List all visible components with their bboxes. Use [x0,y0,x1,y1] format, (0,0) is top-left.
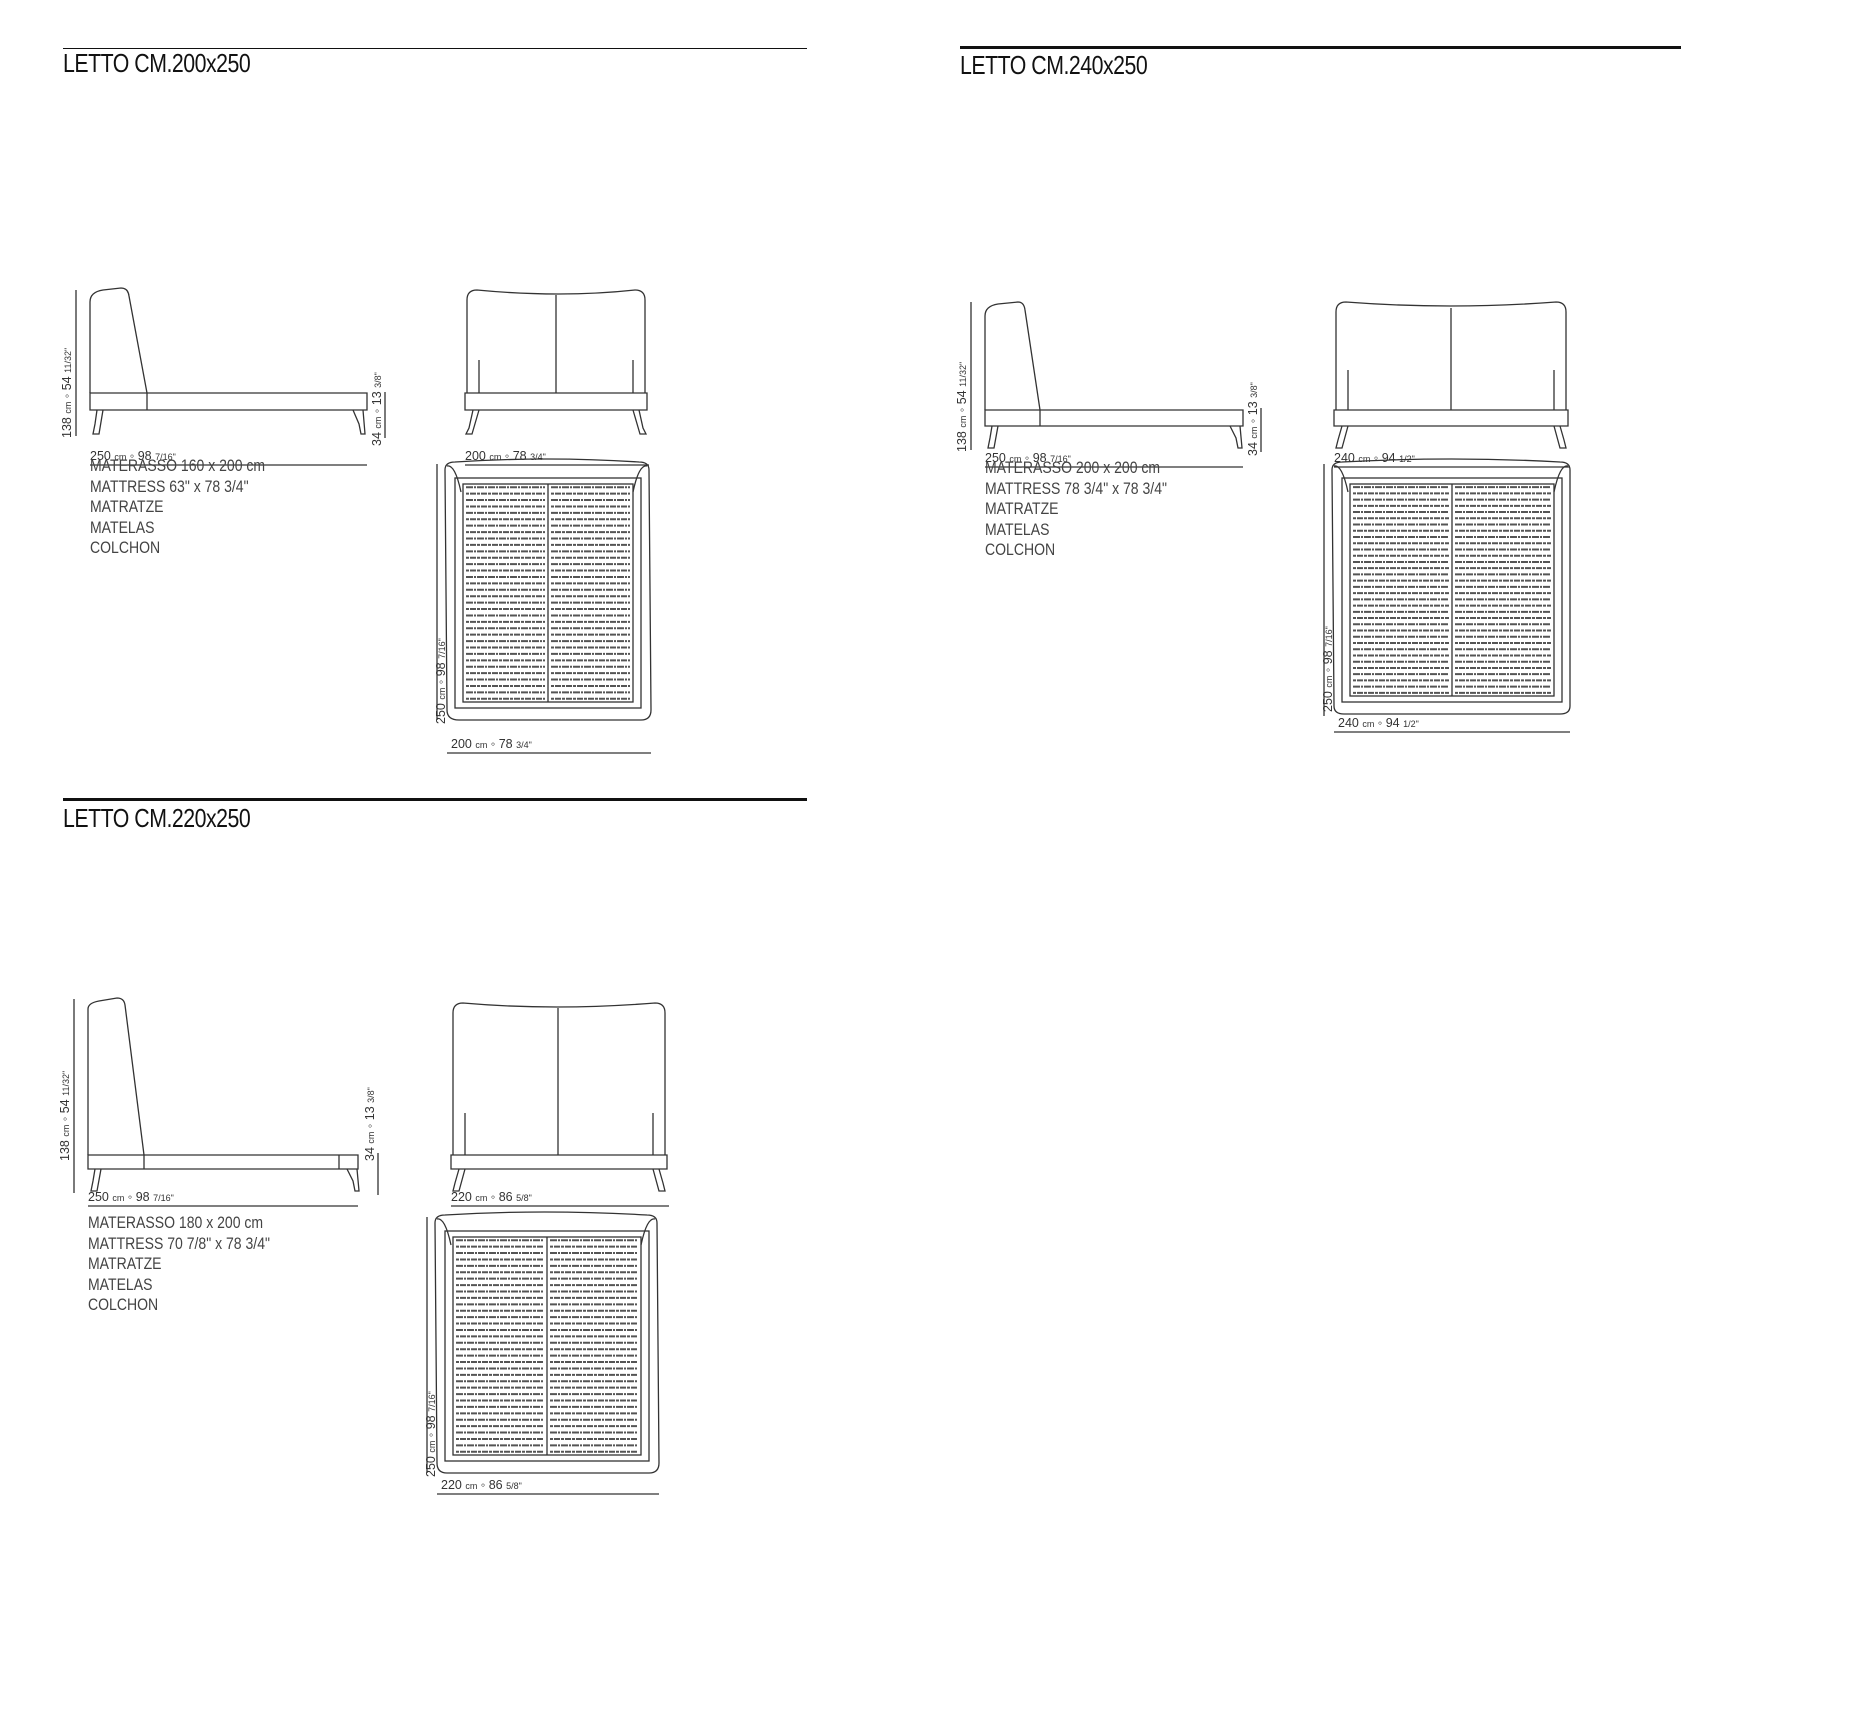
headboard-wing-right [1553,465,1569,493]
headboard-outline [87,997,145,1156]
top-frame-outline [434,1211,660,1474]
panel-letto-240x250: LETTO CM.240x250 250 cm ◦ 98 7/16" 138 c… [955,40,1720,760]
mattress-line: COLCHON [90,539,161,557]
rear-leg [92,409,104,435]
side-depth-label: 250 cm ◦ 98 7/16" [88,1190,174,1204]
panel-rule [960,46,1681,49]
mattress-line: COLCHON [985,541,1056,559]
panel-letto-200x250: LETTO CM.200x250 250 cm ◦ 98 7/16" 138 c… [60,40,813,760]
headboard-wing-left [446,465,462,493]
side-height-label: 138 cm ◦ 54 11/32" [58,1071,72,1161]
top-inner-frame [444,1230,650,1462]
panel-rule [63,798,807,801]
side-height-label: 138 cm ◦ 54 11/32" [955,362,969,452]
mattress-line: MATTRESS 63" x 78 3/4" [90,477,249,496]
panel-title: LETTO CM.220x250 [63,803,251,833]
side-frame-label: 34 cm ◦ 13 3/8" [363,1087,377,1161]
slat-group [1353,486,1551,694]
front-leg [346,1168,360,1192]
front-view-drawing: 240 cm ◦ 94 1/2" [1333,301,1570,468]
mattress-line: MATRATZE [985,500,1059,518]
top-inner-frame [1341,477,1563,703]
front-leg-left [464,409,480,435]
front-view-drawing: 200 cm ◦ 78 3/4" [464,289,649,466]
top-depth-label: 250 cm ◦ 98 7/16" [424,1391,438,1477]
mattress-line: MATELAS [985,520,1050,539]
front-platform [464,392,648,411]
bed-platform [984,409,1244,427]
front-leg-left [1335,425,1349,449]
mattress-notes: MATERASSO 200 x 200 cm MATTRESS 78 3/4" … [985,458,1167,561]
panel-rule [63,48,807,49]
bed-platform [87,1154,359,1170]
mattress-line: MATERASSO 160 x 200 cm [90,457,266,475]
side-frame-label: 34 cm ◦ 13 3/8" [370,372,384,446]
headboard-wing-right [640,1218,656,1246]
headboard-front-outline [452,1002,666,1155]
panel-letto-220x250: LETTO CM.220x250 250 cm ◦ 98 7/16" 138 c… [58,793,813,1513]
side-depth-label: 250 cm ◦ 98 7/16" [90,449,176,463]
front-leg-right [1553,425,1567,449]
mattress-line: MATTRESS 70 7/8" x 78 3/4" [88,1234,270,1253]
headboard-front-outline [466,289,646,393]
mattress-line: MATERASSO 180 x 200 cm [88,1214,264,1232]
panel-title: LETTO CM.240x250 [960,50,1148,80]
rear-leg [90,1168,102,1192]
top-depth-label: 250 cm ◦ 98 7/16" [1321,626,1335,712]
top-inner-frame [454,477,642,709]
top-width-label: 240 cm ◦ 94 1/2" [1338,716,1419,730]
front-platform [450,1154,668,1170]
front-leg [352,409,366,435]
top-frame-outline [1331,458,1571,715]
mattress-line: MATRATZE [88,1255,162,1273]
side-frame-label: 34 cm ◦ 13 3/8" [1246,382,1260,456]
slat-group [456,1239,638,1453]
headboard-front-outline [1335,301,1567,410]
slat-group [466,486,630,700]
headboard-wing-left [436,1218,452,1246]
rear-leg [987,425,999,449]
front-view-drawing: 220 cm ◦ 86 5/8" [450,1002,669,1207]
top-view-drawing: 240 cm ◦ 94 1/2" 250 cm ◦ 98 7/16" [1321,458,1571,733]
top-width-label: 200 cm ◦ 78 3/4" [451,737,532,751]
top-view-drawing: 200 cm ◦ 78 3/4" 250 cm ◦ 98 7/16" [434,458,652,754]
headboard-wing-left [1333,465,1349,493]
mattress-line: MATERASSO 200 x 200 cm [985,459,1161,477]
front-platform [1333,409,1569,427]
top-view-drawing: 220 cm ◦ 86 5/8" 250 cm ◦ 98 7/16" [424,1211,660,1495]
front-width-label: 220 cm ◦ 86 5/8" [451,1190,532,1204]
mattress-line: COLCHON [88,1296,159,1314]
bed-platform [89,392,368,411]
panel-title: LETTO CM.200x250 [63,48,251,78]
side-view-drawing: 250 cm ◦ 98 7/16" 138 cm ◦ 54 11/32" 34 … [955,301,1262,468]
front-leg-left [452,1168,466,1192]
top-depth-label: 250 cm ◦ 98 7/16" [434,638,448,724]
mattress-line: MATTRESS 78 3/4" x 78 3/4" [985,479,1167,498]
side-view-drawing: 250 cm ◦ 98 7/16" 138 cm ◦ 54 11/32" 34 … [58,997,379,1207]
mattress-line: MATELAS [90,518,155,537]
mattress-line: MATELAS [88,1275,153,1294]
top-width-label: 220 cm ◦ 86 5/8" [441,1478,522,1492]
headboard-outline [984,301,1041,411]
side-depth-label: 250 cm ◦ 98 7/16" [985,451,1071,465]
top-frame-outline [444,458,652,721]
front-leg [1229,425,1243,449]
mattress-line: MATRATZE [90,498,164,516]
headboard-wing-right [632,465,648,493]
mattress-notes: MATERASSO 180 x 200 cm MATTRESS 70 7/8" … [88,1213,270,1316]
front-leg-right [632,409,648,435]
side-view-drawing: 250 cm ◦ 98 7/16" 138 cm ◦ 54 11/32" 34 … [60,287,386,466]
headboard-outline [89,287,148,394]
front-leg-right [652,1168,666,1192]
mattress-notes: MATERASSO 160 x 200 cm MATTRESS 63" x 78… [90,456,265,559]
side-height-label: 138 cm ◦ 54 11/32" [60,348,74,438]
